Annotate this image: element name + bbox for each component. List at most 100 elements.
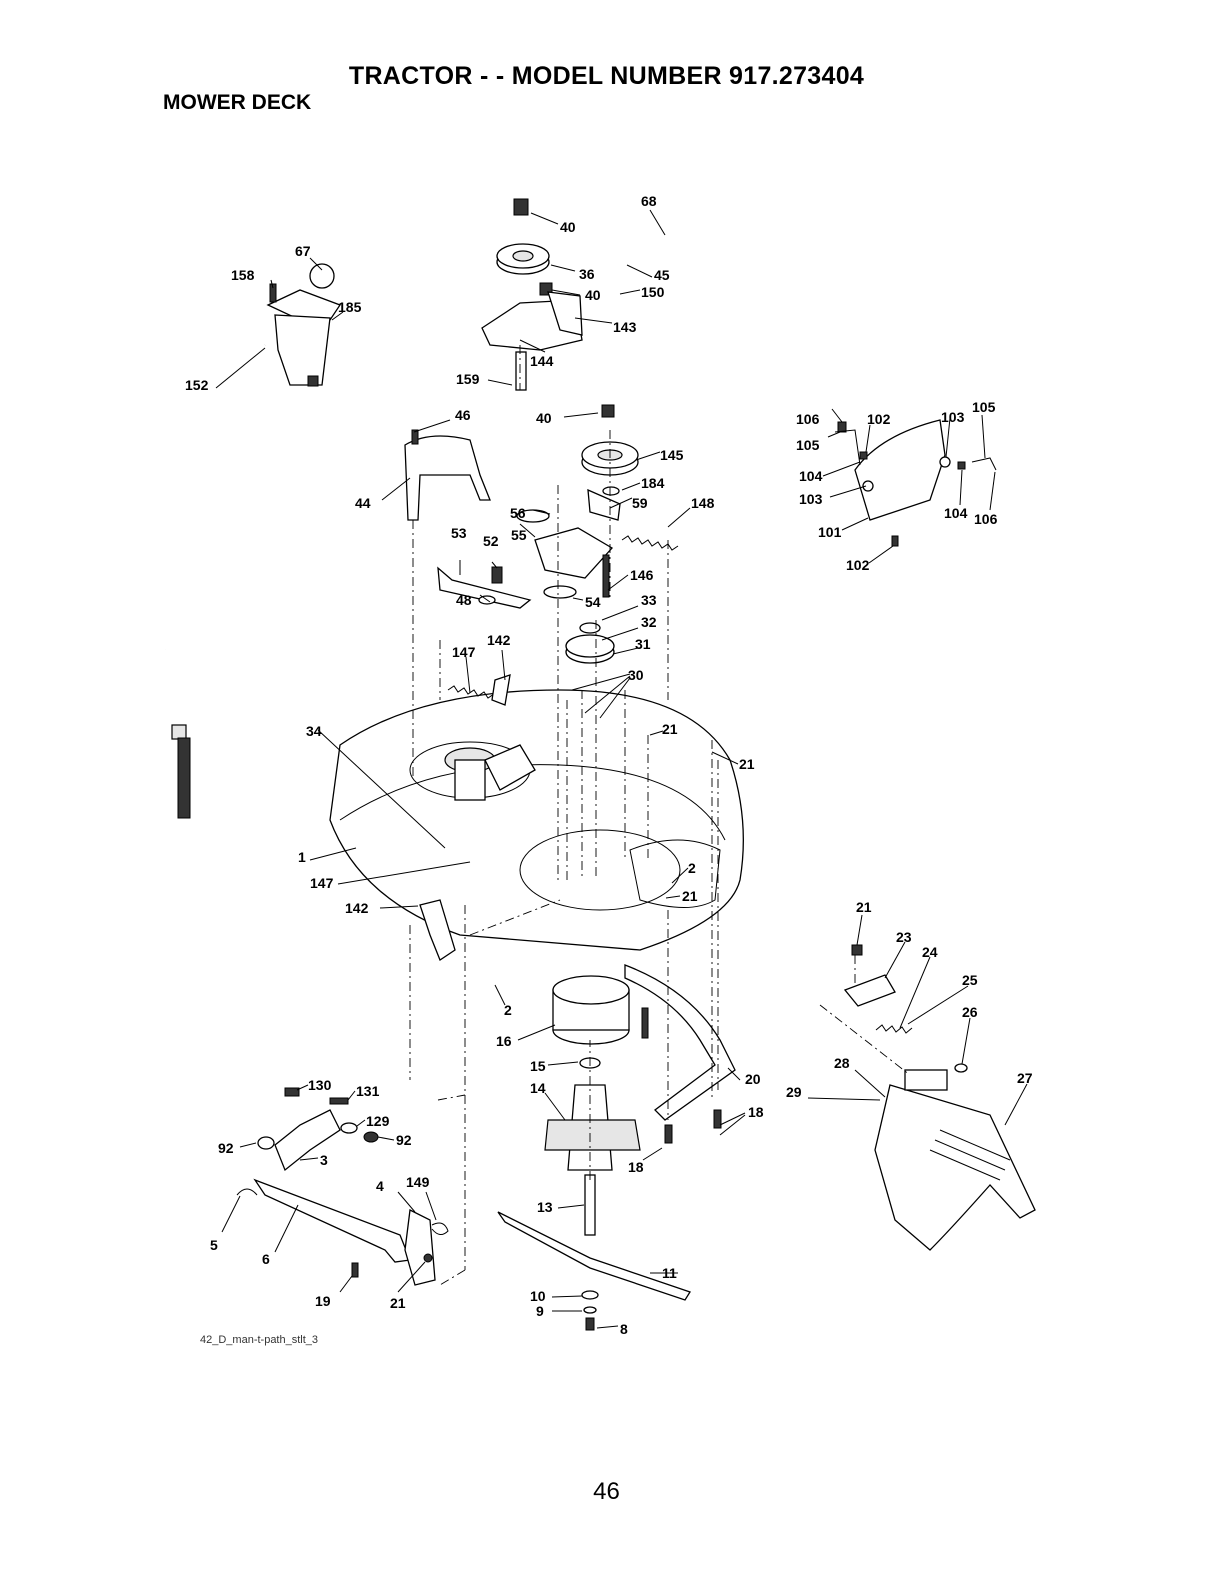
callout: 104 — [944, 505, 968, 521]
callout: 9 — [536, 1303, 544, 1319]
front-link-assembly — [236, 1087, 449, 1286]
callout: 21 — [856, 899, 872, 915]
callout: 184 — [641, 475, 665, 491]
callout: 21 — [662, 721, 678, 737]
callout: 103 — [941, 409, 965, 425]
callout: 92 — [396, 1132, 412, 1148]
page-number: 46 — [593, 1478, 620, 1505]
callout: 131 — [356, 1083, 380, 1099]
callout: 152 — [185, 377, 209, 393]
callout: 8 — [620, 1321, 628, 1337]
mulch-door — [834, 419, 997, 547]
callout: 149 — [406, 1174, 430, 1190]
callout: 142 — [345, 900, 369, 916]
callout: 104 — [799, 468, 823, 484]
diagram-code: 42_D_man-t-path_stlt_3 — [200, 1334, 319, 1346]
center-pulley-assembly — [516, 404, 639, 664]
callout: 185 — [338, 299, 362, 315]
callout: 24 — [922, 944, 938, 960]
callout: 147 — [452, 644, 476, 660]
callout: 54 — [585, 594, 601, 610]
discharge-chute — [807, 944, 1036, 1251]
callout: 159 — [456, 371, 480, 387]
callout: 101 — [818, 524, 842, 540]
callout: 56 — [510, 505, 526, 521]
callout: 105 — [972, 399, 996, 415]
blade-assembly — [497, 975, 691, 1331]
callout: 33 — [641, 592, 657, 608]
callout: 45 — [654, 267, 670, 283]
callout: 28 — [834, 1055, 850, 1071]
callout: 145 — [660, 447, 684, 463]
callout: 18 — [628, 1159, 644, 1175]
callout: 40 — [585, 287, 601, 303]
callout: 20 — [745, 1071, 761, 1087]
callout: 150 — [641, 284, 665, 300]
callout: 5 — [210, 1237, 218, 1253]
callout: 146 — [630, 567, 654, 583]
callout: 15 — [530, 1058, 546, 1074]
callout: 143 — [613, 319, 637, 335]
clutch-cable-assembly — [163, 263, 341, 819]
callout: 11 — [662, 1265, 677, 1281]
callout: 36 — [579, 266, 595, 282]
callout: 4 — [376, 1178, 384, 1194]
callout: 18 — [748, 1104, 764, 1120]
leader-lines — [215, 209, 1028, 1329]
callout: 29 — [786, 1084, 802, 1100]
callout: 13 — [537, 1199, 553, 1215]
callouts: 40 36 40 143 144 45 150 159 40 145 184 4… — [185, 193, 1033, 1337]
idler-arm — [437, 566, 532, 609]
callout: 14 — [530, 1080, 546, 1096]
callout: 92 — [218, 1140, 234, 1156]
callout: 102 — [867, 411, 891, 427]
callout: 44 — [355, 495, 371, 511]
callout: 46 — [455, 407, 471, 423]
callout: 25 — [962, 972, 978, 988]
callout: 34 — [306, 723, 322, 739]
callout: 148 — [691, 495, 715, 511]
callout: 68 — [641, 193, 657, 209]
callout: 144 — [530, 353, 554, 369]
callout: 23 — [896, 929, 912, 945]
callout: 106 — [974, 511, 998, 527]
callout: 102 — [846, 557, 870, 573]
callout: 67 — [295, 243, 311, 259]
callout: 21 — [682, 888, 698, 904]
callout: 105 — [796, 437, 820, 453]
belt-guard — [404, 429, 491, 521]
callout: 3 — [320, 1152, 328, 1168]
callout: 53 — [451, 525, 467, 541]
callout: 16 — [496, 1033, 512, 1049]
callout: 2 — [504, 1002, 512, 1018]
callout: 30 — [628, 667, 644, 683]
callout: 158 — [231, 267, 255, 283]
callout: 129 — [366, 1113, 390, 1129]
callout: 1 — [298, 849, 306, 865]
callout: 106 — [796, 411, 820, 427]
callout: 21 — [739, 756, 755, 772]
callout: 48 — [456, 592, 472, 608]
callout: 59 — [632, 495, 648, 511]
assembly-lines — [409, 345, 911, 1286]
callout: 10 — [530, 1288, 546, 1304]
callout: 142 — [487, 632, 511, 648]
callout: 27 — [1017, 1070, 1033, 1086]
callout: 103 — [799, 491, 823, 507]
callout: 21 — [390, 1295, 406, 1311]
section-title: MOWER DECK — [163, 91, 312, 114]
callout: 52 — [483, 533, 499, 549]
belt-drawing — [444, 175, 892, 389]
callout: 2 — [688, 860, 696, 876]
callout: 55 — [511, 527, 527, 543]
callout: 40 — [560, 219, 576, 235]
callout: 32 — [641, 614, 657, 630]
callout: 147 — [310, 875, 334, 891]
page-title: TRACTOR - - MODEL NUMBER 917.273404 — [348, 62, 865, 90]
callout: 6 — [262, 1251, 270, 1267]
idler-pulley-assembly — [481, 198, 583, 391]
callout: 130 — [308, 1077, 332, 1093]
front-hanger-bracket — [419, 899, 456, 961]
callout: 40 — [536, 410, 552, 426]
